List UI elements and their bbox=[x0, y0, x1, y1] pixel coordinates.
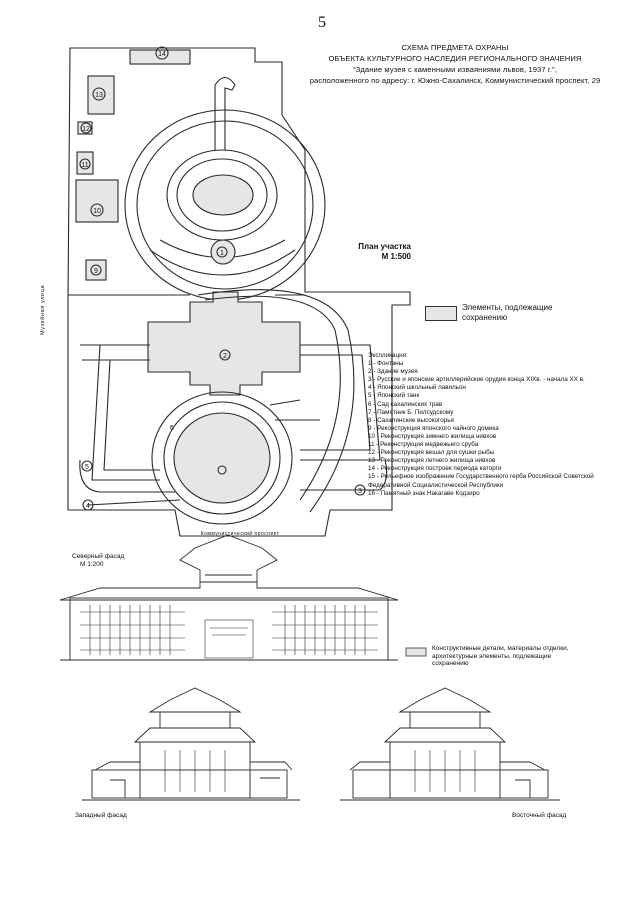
marker-5: 5 bbox=[85, 464, 89, 471]
west-facade-caption: Западный фасад bbox=[75, 812, 127, 819]
facade-legend-swatch bbox=[405, 647, 427, 657]
marker-1: 1 bbox=[220, 250, 224, 257]
plan-caption-scale: М 1:500 bbox=[381, 252, 411, 261]
title-line-4: расположенного по адресу: г. Южно-Сахали… bbox=[309, 76, 601, 85]
plan-markers: 13 12 11 10 9 14 5 4 3 2 1 6 bbox=[81, 51, 362, 510]
marker-11: 11 bbox=[81, 162, 88, 169]
marker-14: 14 bbox=[158, 51, 166, 58]
east-facade-caption: Восточный фасад bbox=[512, 812, 567, 819]
marker-2: 2 bbox=[223, 353, 227, 360]
explication-item: 6 - Сад сахалинских трав bbox=[368, 400, 443, 408]
explication-item: 9 - Реконструкция японского чайного доми… bbox=[368, 424, 499, 432]
explication-item: 5 - Японский танк bbox=[368, 392, 420, 400]
north-facade-scale: М 1:200 bbox=[80, 561, 104, 568]
explication-item: 16 - Памятный знак Накагаве Кодзиро bbox=[368, 489, 480, 497]
explication-item: 2 - Здание музея bbox=[368, 368, 418, 376]
explication-item: 15 - Рельефное изображение Государственн… bbox=[368, 473, 594, 489]
east-facade-drawing bbox=[340, 687, 560, 801]
marker-10: 10 bbox=[93, 208, 101, 215]
explication-item: 1 - Фонтаны bbox=[368, 360, 404, 368]
explication-item: 8 - Сахалинские высокогорья bbox=[368, 416, 454, 424]
explication-item: 11 - Реконструкция медвежьего сруба bbox=[368, 441, 479, 449]
explication-item: 10 - Реконструкция зимнего жилища нивхов bbox=[368, 432, 497, 440]
facade-legend-text: Конструктивные детали, материалы отделки… bbox=[432, 645, 569, 667]
legend-swatch bbox=[425, 306, 457, 321]
title-line-1: СХЕМА ПРЕДМЕТА ОХРАНЫ bbox=[401, 43, 509, 52]
document-title: СХЕМА ПРЕДМЕТА ОХРАНЫ ОБЪЕКТА КУЛЬТУРНОГ… bbox=[290, 42, 620, 86]
explication-title: Экспликация: bbox=[368, 352, 408, 359]
north-facade-drawing bbox=[59, 534, 399, 661]
marker-3: 3 bbox=[358, 488, 362, 495]
marker-12: 12 bbox=[82, 126, 90, 133]
explication-item: 14 - Реконструкция построек периода като… bbox=[368, 465, 502, 473]
explication-item: 4 - Японский школьный павильон bbox=[368, 384, 466, 392]
north-facade-title: Северный фасад bbox=[72, 553, 125, 560]
explication-item: 3 - Русские и японские артиллерийские ор… bbox=[368, 376, 585, 384]
marker-9: 9 bbox=[94, 268, 98, 275]
title-line-2: ОБЪЕКТА КУЛЬТУРНОГО НАСЛЕДИЯ РЕГИОНАЛЬНО… bbox=[328, 54, 582, 63]
legend-elements-text: Элементы, подлежащие сохранению bbox=[462, 303, 553, 322]
explication-item: 7 - Памятник Б. Пилсудскому bbox=[368, 408, 454, 416]
title-line-3: "Здание музея с каменными изваяниями льв… bbox=[352, 65, 558, 74]
page-number: 5 bbox=[318, 14, 326, 31]
marker-6: 6 bbox=[170, 425, 174, 432]
street-label-bottom: Коммунистический проспект bbox=[200, 531, 280, 537]
west-facade-drawing bbox=[82, 687, 300, 801]
street-label-left: Музейная улица bbox=[40, 284, 46, 335]
plan-caption: План участка М 1:500 bbox=[345, 242, 411, 262]
explication-item: 12 - Реконструкция вешал для сушки рыбы bbox=[368, 449, 495, 457]
plan-caption-title: План участка bbox=[358, 242, 411, 251]
explication-item: 13 - Реконструкция летнего жилища нивхов bbox=[368, 457, 496, 465]
marker-13: 13 bbox=[95, 92, 103, 99]
explication: Экспликация: 1 - Фонтаны 2 - Здание музе… bbox=[368, 352, 618, 498]
marker-4: 4 bbox=[86, 503, 90, 510]
site-boundary bbox=[67, 47, 411, 537]
